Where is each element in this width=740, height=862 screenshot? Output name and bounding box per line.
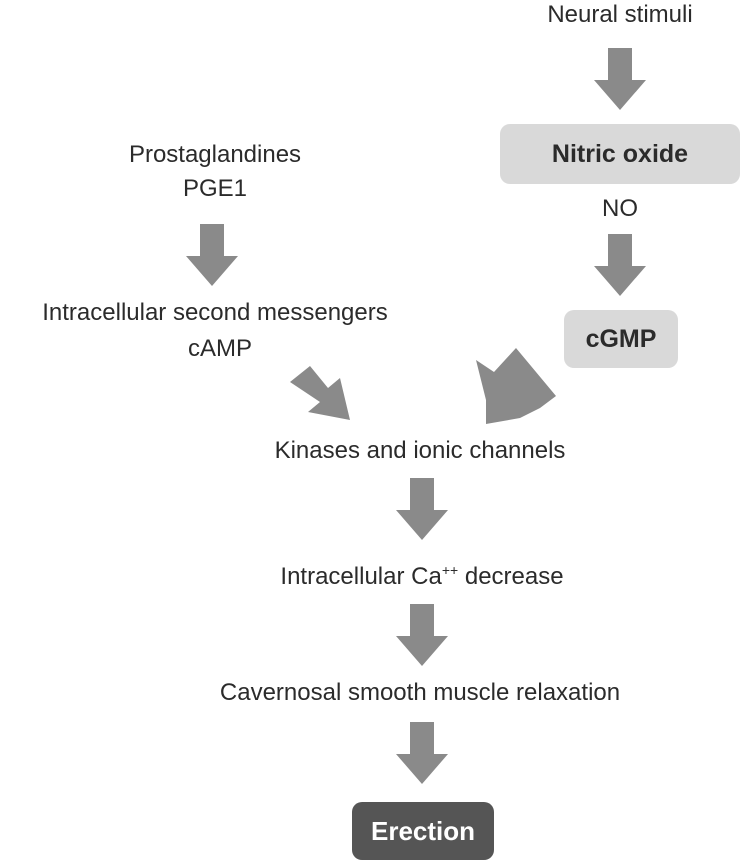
arrow-relaxation-to-erection bbox=[396, 722, 448, 784]
calcium-superscript: ++ bbox=[441, 562, 459, 578]
arrow-kinases-to-calcium bbox=[396, 478, 448, 540]
cgmp-box: cGMP bbox=[564, 310, 678, 368]
arrow-calcium-to-relaxation bbox=[396, 604, 448, 666]
cgmp-label: cGMP bbox=[585, 324, 657, 353]
calcium-prefix: Intracellular Ca bbox=[280, 563, 442, 590]
camp-label: cAMP bbox=[187, 335, 252, 362]
relaxation-label: Cavernosal smooth muscle relaxation bbox=[219, 679, 621, 706]
erection-box: Erection bbox=[352, 802, 494, 860]
erection-label: Erection bbox=[370, 815, 476, 846]
second-messengers-label: Intracellular second messengers bbox=[42, 299, 388, 326]
arrow-cgmp-to-kinases bbox=[476, 348, 556, 424]
nitric-oxide-box: Nitric oxide bbox=[500, 124, 740, 184]
arrow-no-to-cgmp bbox=[594, 234, 646, 296]
arrow-camp-to-kinases bbox=[290, 366, 350, 420]
no-label: NO bbox=[602, 195, 638, 222]
arrow-neural-to-no bbox=[594, 48, 646, 110]
arrow-pge1-to-messengers bbox=[186, 224, 238, 286]
kinases-label: Kinases and ionic channels bbox=[274, 437, 566, 464]
nitric-oxide-label: Nitric oxide bbox=[551, 139, 689, 168]
neural-stimuli-label: Neural stimuli bbox=[547, 1, 693, 28]
calcium-suffix: decrease bbox=[458, 563, 564, 590]
prostaglandines-label: Prostaglandines bbox=[128, 141, 302, 168]
calcium-decrease-label: Intracellular Ca++ decrease bbox=[222, 560, 622, 594]
pge1-label: PGE1 bbox=[182, 175, 248, 202]
